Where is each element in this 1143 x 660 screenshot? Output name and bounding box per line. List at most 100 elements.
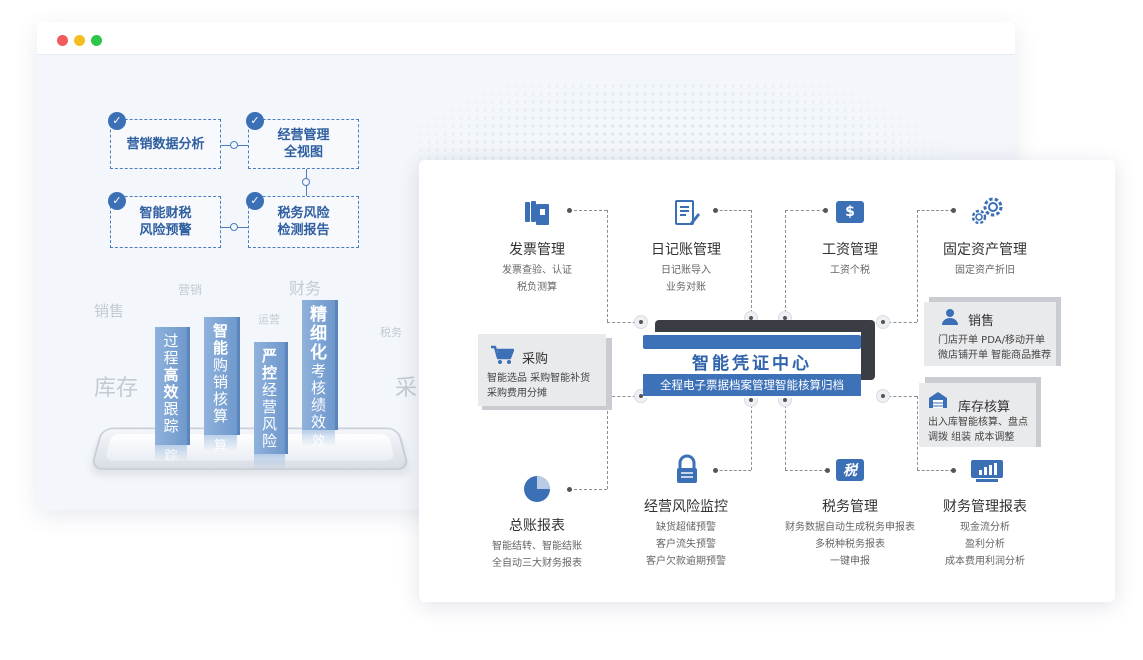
- bar-char: 营: [261, 398, 277, 416]
- connector-line: [715, 470, 751, 471]
- bar-char: 高: [163, 366, 179, 384]
- bar-char: 核: [212, 390, 228, 408]
- bar-char: 控: [261, 364, 277, 382]
- card-title-purchase: 采购: [522, 352, 549, 367]
- connector-line: [917, 210, 953, 211]
- check-icon: ✓: [246, 192, 264, 210]
- lock-icon: [673, 453, 701, 485]
- connector-line: [785, 470, 827, 471]
- illustration-bar: 精细化考核绩效: [302, 300, 335, 431]
- bar-char: 算: [212, 407, 228, 425]
- bar-char: 购: [212, 356, 228, 374]
- node-title-tax: 税务管理: [822, 499, 878, 515]
- node-desc-invoice: 发票查验、认证 税负测算: [502, 265, 572, 293]
- node-desc-ledger: 智能结转、智能结账 全自动三大财务报表: [492, 541, 582, 569]
- connector-hub: [876, 315, 890, 329]
- tax-icon: 税: [836, 459, 864, 481]
- node-title-salary: 工资管理: [822, 242, 878, 258]
- card-title-inventory: 库存核算: [958, 400, 1011, 415]
- bar-char: 考: [310, 362, 326, 380]
- connector-endpoint: [825, 468, 830, 473]
- connector-endpoint: [567, 487, 572, 492]
- bar-char: 销: [212, 373, 228, 391]
- bar-char: 程: [163, 349, 179, 367]
- connector-line: [715, 210, 751, 211]
- check-icon: ✓: [108, 192, 126, 210]
- connector-line: [785, 400, 786, 470]
- bar-char: 严: [261, 347, 277, 365]
- connector-endpoint: [567, 208, 572, 213]
- phone-illustration: [89, 427, 411, 471]
- connector-endpoint: [823, 208, 828, 213]
- background-word: 营销: [178, 283, 203, 297]
- connector-endpoint: [713, 208, 718, 213]
- bar-reflection: 效: [302, 430, 335, 446]
- bar-char: 效: [310, 413, 326, 431]
- bar-char: 效: [163, 383, 179, 401]
- dollar-icon: $: [836, 201, 864, 223]
- center-hub-topbar: [643, 335, 861, 349]
- check-icon: ✓: [246, 112, 264, 130]
- connector-line: [569, 210, 607, 211]
- feature-box-overview: 经营管理 全视图: [248, 119, 359, 169]
- bar-char: 险: [261, 432, 277, 450]
- minimize-dot-icon[interactable]: [74, 35, 85, 46]
- connector-node: [230, 223, 238, 231]
- connector-line: [607, 396, 641, 397]
- bar-char: 能: [212, 339, 228, 357]
- connector-hub: [634, 315, 648, 329]
- background-word: 采: [395, 376, 418, 401]
- background-word: 库存: [94, 376, 139, 401]
- node-title-risk: 经营风险监控: [644, 499, 728, 515]
- bar-reflection: [254, 454, 285, 470]
- illustration-bar: 严控经营风险: [254, 342, 285, 454]
- connector-line: [883, 396, 917, 397]
- connector-line: [917, 210, 918, 322]
- connector-line: [751, 400, 752, 470]
- node-desc-journal: 日记账导入 业务对账: [661, 265, 711, 293]
- card-title-sales: 销售: [968, 314, 995, 329]
- bar-char: 绩: [310, 396, 326, 414]
- background-word: 运营: [258, 313, 280, 326]
- close-dot-icon[interactable]: [57, 35, 68, 46]
- bar-reflection: 踪: [155, 445, 187, 461]
- node-desc-tax: 财务数据自动生成税务申报表 多税种税务报表 一键申报: [785, 522, 915, 567]
- node-title-report: 财务管理报表: [943, 499, 1027, 515]
- card-purchase: [478, 334, 606, 406]
- card-desc-purchase: 智能选品 采购智能补货 采购费用分摊: [487, 373, 591, 399]
- connector-line: [607, 210, 608, 322]
- connector-line: [883, 322, 917, 323]
- bar-char: 精: [310, 305, 327, 325]
- bar-char: 风: [261, 415, 277, 433]
- node-desc-risk: 缺货超储预警 客户流失预警 客户欠款逾期预警: [646, 522, 726, 567]
- node-title-ledger: 总账报表: [509, 518, 565, 534]
- connector-line: [785, 210, 825, 211]
- connector-line: [917, 396, 918, 470]
- bar-char: 踪: [163, 417, 179, 435]
- center-hub-title: 智能凭证中心: [692, 354, 812, 374]
- bar-char: 核: [310, 379, 326, 397]
- connector-line: [917, 470, 953, 471]
- bar-char: 过: [163, 332, 179, 350]
- node-title-journal: 日记账管理: [651, 242, 721, 258]
- notebook-icon: [671, 198, 701, 228]
- background-word: 财务: [289, 279, 322, 298]
- bar-char: 智: [212, 322, 228, 340]
- bar-char: 跟: [163, 400, 179, 418]
- maximize-dot-icon[interactable]: [91, 35, 102, 46]
- feature-box-marketing: 营销数据分析: [110, 119, 221, 169]
- gears-icon: [967, 196, 1007, 228]
- user-icon: [940, 307, 960, 327]
- connector-line: [607, 322, 641, 323]
- node-desc-assets: 固定资产折旧: [955, 265, 1015, 276]
- bar-chart-icon: [969, 458, 1005, 484]
- connector-endpoint: [951, 468, 956, 473]
- background-word: 销售: [94, 302, 125, 320]
- bar-char: 化: [310, 343, 327, 363]
- connector-hub: [876, 389, 890, 403]
- cart-icon: [489, 345, 515, 365]
- node-title-invoice: 发票管理: [509, 242, 565, 258]
- node-title-assets: 固定资产管理: [943, 242, 1027, 258]
- window-titlebar: [37, 22, 1015, 55]
- bar-char: 经: [261, 381, 277, 399]
